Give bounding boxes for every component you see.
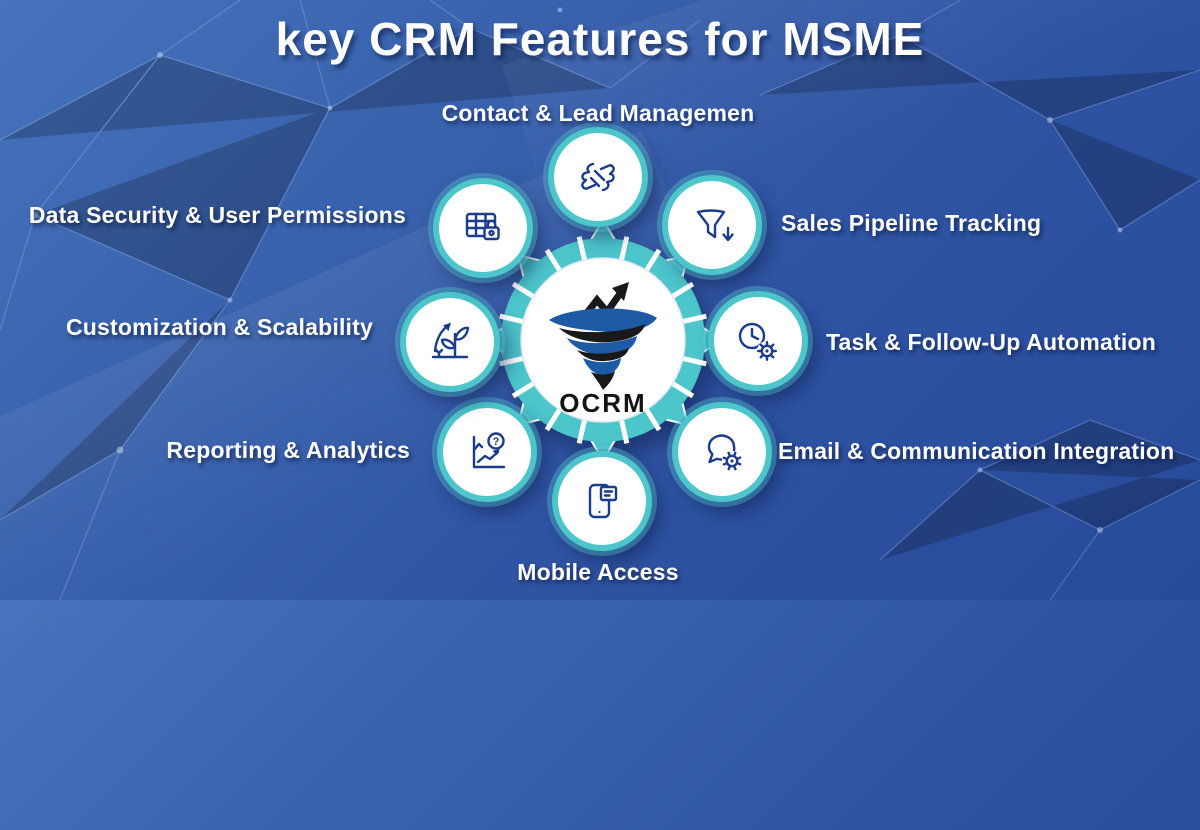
feature-node-reporting-analytics: ? [437,402,537,502]
feature-node-contact-lead-management [548,127,648,227]
chart-question-icon: ? [472,432,506,469]
table-lock-icon [465,212,500,241]
svg-text:?: ? [493,436,500,448]
logo-brand-text: OCRM [559,388,646,418]
feature-label-customization-scalability: Customization & Scalability [65,314,373,340]
plant-growth-icon [431,322,470,359]
network-background [0,0,1200,600]
clock-gear-icon [738,322,778,362]
feature-node-email-communication-integration [672,402,772,502]
feature-label-data-security-user-permissions: Data Security & User Permissions [28,202,406,228]
handshake-icon [581,162,615,192]
feature-node-customization-scalability [400,292,500,392]
feature-label-mobile-access: Mobile Access [517,559,679,585]
feature-label-email-communication-integration: Email & Communication Integration [778,438,1175,464]
logo-growth-arrow [578,290,624,323]
funnel-icon [696,209,734,242]
ocrm-logo: OCRM [549,282,657,418]
feature-node-task-followup-automation [708,291,808,391]
feature-label-sales-pipeline-tracking: Sales Pipeline Tracking [781,210,1042,236]
hub-ring [481,218,725,462]
chat-gear-icon [707,434,742,471]
feature-label-contact-lead-management: Contact & Lead Managemen [441,100,755,126]
feature-node-data-security-user-permissions [433,178,533,278]
smartphone-icon [588,483,618,519]
hub [478,215,728,465]
feature-label-task-followup-automation: Task & Follow-Up Automation [826,329,1156,355]
page-title: key CRM Features for MSME [275,13,925,65]
feature-node-sales-pipeline-tracking [662,175,762,275]
feature-label-reporting-analytics: Reporting & Analytics [166,437,410,463]
feature-node-mobile-access [552,451,652,551]
